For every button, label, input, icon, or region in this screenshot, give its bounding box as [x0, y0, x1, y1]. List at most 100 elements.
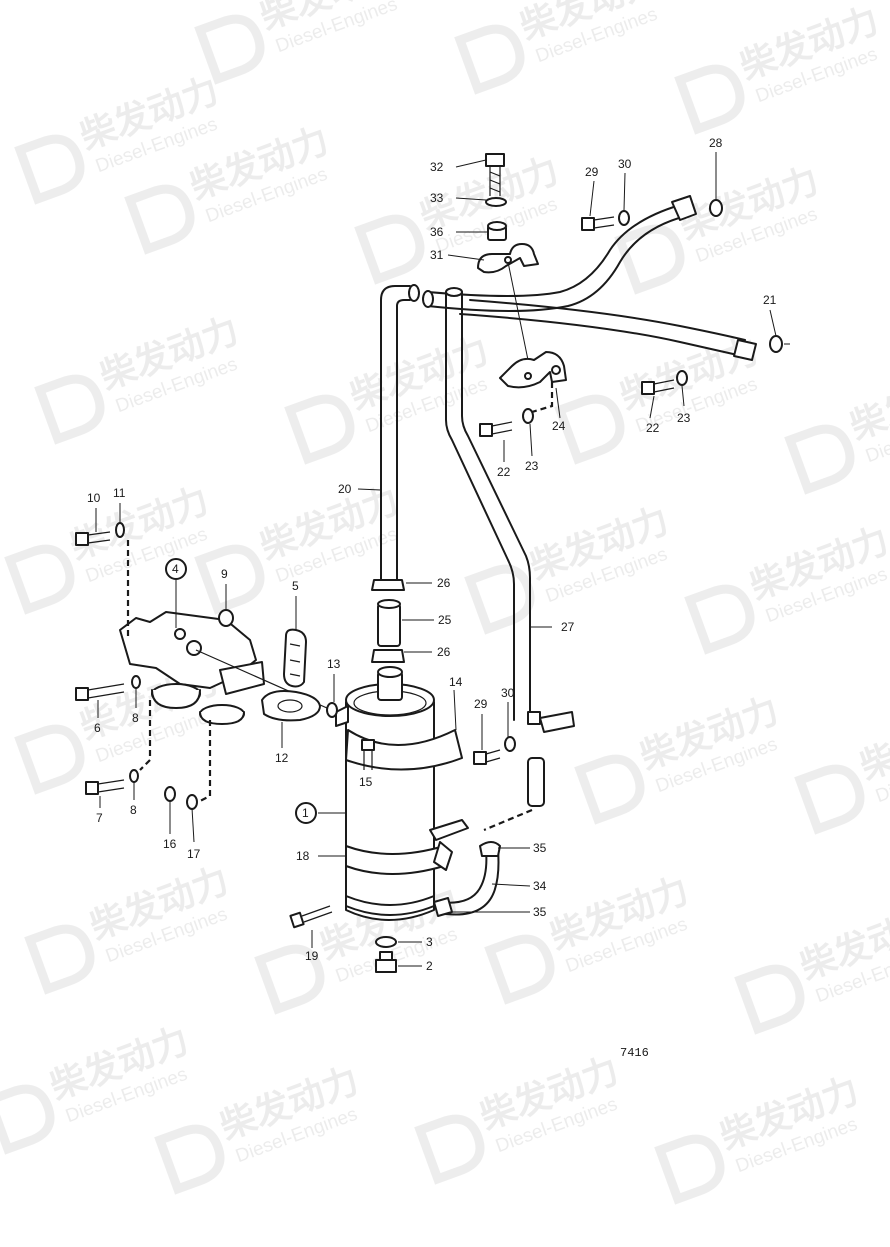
o-ring-13 — [326, 702, 338, 718]
hose-section-27-lower — [527, 757, 545, 807]
callout-23-right: 23 — [677, 411, 691, 425]
spacer-36 — [487, 221, 507, 241]
washer-11 — [115, 522, 125, 538]
callout-10: 10 — [87, 491, 101, 505]
bolt-19 — [289, 905, 333, 929]
callout-30-upper: 30 — [618, 157, 632, 171]
callout-14: 14 — [449, 675, 463, 689]
callout-25: 25 — [438, 613, 452, 627]
callout-13: 13 — [327, 657, 341, 671]
callout-28: 28 — [709, 136, 723, 150]
hose-clamp-35-lower — [433, 897, 453, 917]
watermark: 柴发动力 Diesel-Engines — [734, 900, 890, 1035]
callout-22-right: 22 — [646, 421, 660, 435]
callout-21: 21 — [763, 293, 777, 307]
drawing-code: 7416 — [620, 1046, 649, 1060]
callout-30-lower: 30 — [501, 686, 515, 700]
callout-24: 24 — [552, 419, 566, 433]
callout-35-lower: 35 — [533, 905, 547, 919]
bolt-32 — [485, 153, 505, 196]
callout-20: 20 — [338, 482, 352, 496]
callouts: 32 33 36 31 29 30 28 21 22 23 22 23 24 2… — [87, 136, 777, 1060]
callout-31: 31 — [430, 248, 444, 262]
watermark: 柴发动力 Diesel-Engines — [354, 150, 564, 285]
watermark: 柴发动力 Diesel-Engines — [684, 520, 890, 655]
watermark: 柴发动力 Diesel-Engines — [454, 0, 664, 95]
connection-line — [483, 808, 533, 832]
callout-22-left: 22 — [497, 465, 511, 479]
callout-8-lower: 8 — [130, 803, 137, 817]
pipe-clamp-31 — [477, 243, 539, 274]
callout-32: 32 — [430, 160, 444, 174]
connection-line — [197, 720, 212, 803]
washer-23-right — [676, 370, 688, 386]
pipe-end-fitting — [539, 711, 575, 733]
watermark: 柴发动力 Diesel-Engines — [654, 1070, 864, 1205]
callout-33: 33 — [430, 191, 444, 205]
fuel-pipe-upper-return — [422, 195, 697, 312]
watermark: 柴发动力 Diesel-Engines — [154, 1060, 364, 1195]
bolt-22-left — [479, 421, 513, 437]
watermark-cn-text: 柴发动力 — [855, 700, 890, 788]
clamp-band-18 — [345, 841, 453, 875]
callout-18: 18 — [296, 849, 310, 863]
pump-housing-4 — [119, 611, 337, 725]
connection-line — [139, 700, 152, 771]
callout-36: 36 — [430, 225, 444, 239]
callout-17: 17 — [187, 847, 201, 861]
callout-27: 27 — [561, 620, 575, 634]
callout-9: 9 — [221, 567, 228, 581]
callout-5: 5 — [292, 579, 299, 593]
watermark: 柴发动力 Diesel-Engines — [484, 870, 694, 1005]
callout-26-upper: 26 — [437, 576, 451, 590]
callout-12: 12 — [275, 751, 289, 765]
hose-25 — [377, 599, 401, 647]
washer-28 — [709, 199, 723, 217]
bolt-29-upper — [581, 216, 615, 231]
mounting-bracket-14 — [345, 729, 469, 841]
callout-3: 3 — [426, 935, 433, 949]
watermark-cn-text: 柴发动力 — [845, 360, 890, 448]
callout-11: 11 — [113, 486, 126, 500]
watermark: 柴发动力 Diesel-Engines — [414, 1050, 624, 1185]
watermark: 柴发动力 Diesel-Engines — [674, 0, 884, 135]
gasket-5 — [283, 628, 307, 688]
washer-33 — [485, 197, 507, 207]
callout-29-lower: 29 — [474, 697, 488, 711]
callout-2: 2 — [426, 959, 433, 973]
callout-6: 6 — [94, 721, 101, 735]
fuel-pipe-20 — [380, 284, 420, 586]
bolt-6 — [75, 683, 125, 701]
washer-17 — [186, 794, 198, 810]
fuel-pipe-27 — [445, 287, 541, 725]
watermark: 柴发动力 Diesel-Engines — [34, 310, 244, 445]
washer-9 — [218, 609, 234, 627]
hose-34 — [437, 849, 500, 916]
callout-35-upper: 35 — [533, 841, 547, 855]
callout-16: 16 — [163, 837, 177, 851]
watermark: 柴发动力 Diesel-Engines — [614, 160, 824, 295]
callout-7: 7 — [96, 811, 103, 825]
callout-4: 4 — [172, 562, 179, 576]
pipe-clamp-24 — [499, 351, 567, 389]
drain-plug-2 — [375, 951, 397, 973]
watermark-layer: 柴发动力 Diesel-Engines 柴发动力 Diesel-Engines … — [0, 0, 890, 1205]
bolt-10 — [75, 531, 111, 546]
callout-leaders — [95, 152, 790, 967]
callout-19: 19 — [305, 949, 319, 963]
washer-8-lower — [129, 769, 139, 783]
washer-23-left — [522, 408, 534, 424]
washer-8-upper — [131, 675, 141, 689]
watermark: 柴发动力 Diesel-Engines — [464, 500, 674, 635]
fuel-filter-1 — [335, 666, 435, 921]
callout-circle-1 — [295, 802, 317, 824]
fuel-pipe-lower-right — [459, 299, 757, 361]
hose-clamp-26-lower — [371, 649, 405, 663]
callout-23-left: 23 — [525, 459, 539, 473]
watermark: 柴发动力 Diesel-Engines — [24, 860, 234, 995]
callout-circle-4 — [165, 558, 187, 580]
watermark: 柴发动力 Diesel-Engines — [784, 360, 890, 495]
watermark: 柴发动力 Diesel-Engines — [0, 1020, 194, 1155]
